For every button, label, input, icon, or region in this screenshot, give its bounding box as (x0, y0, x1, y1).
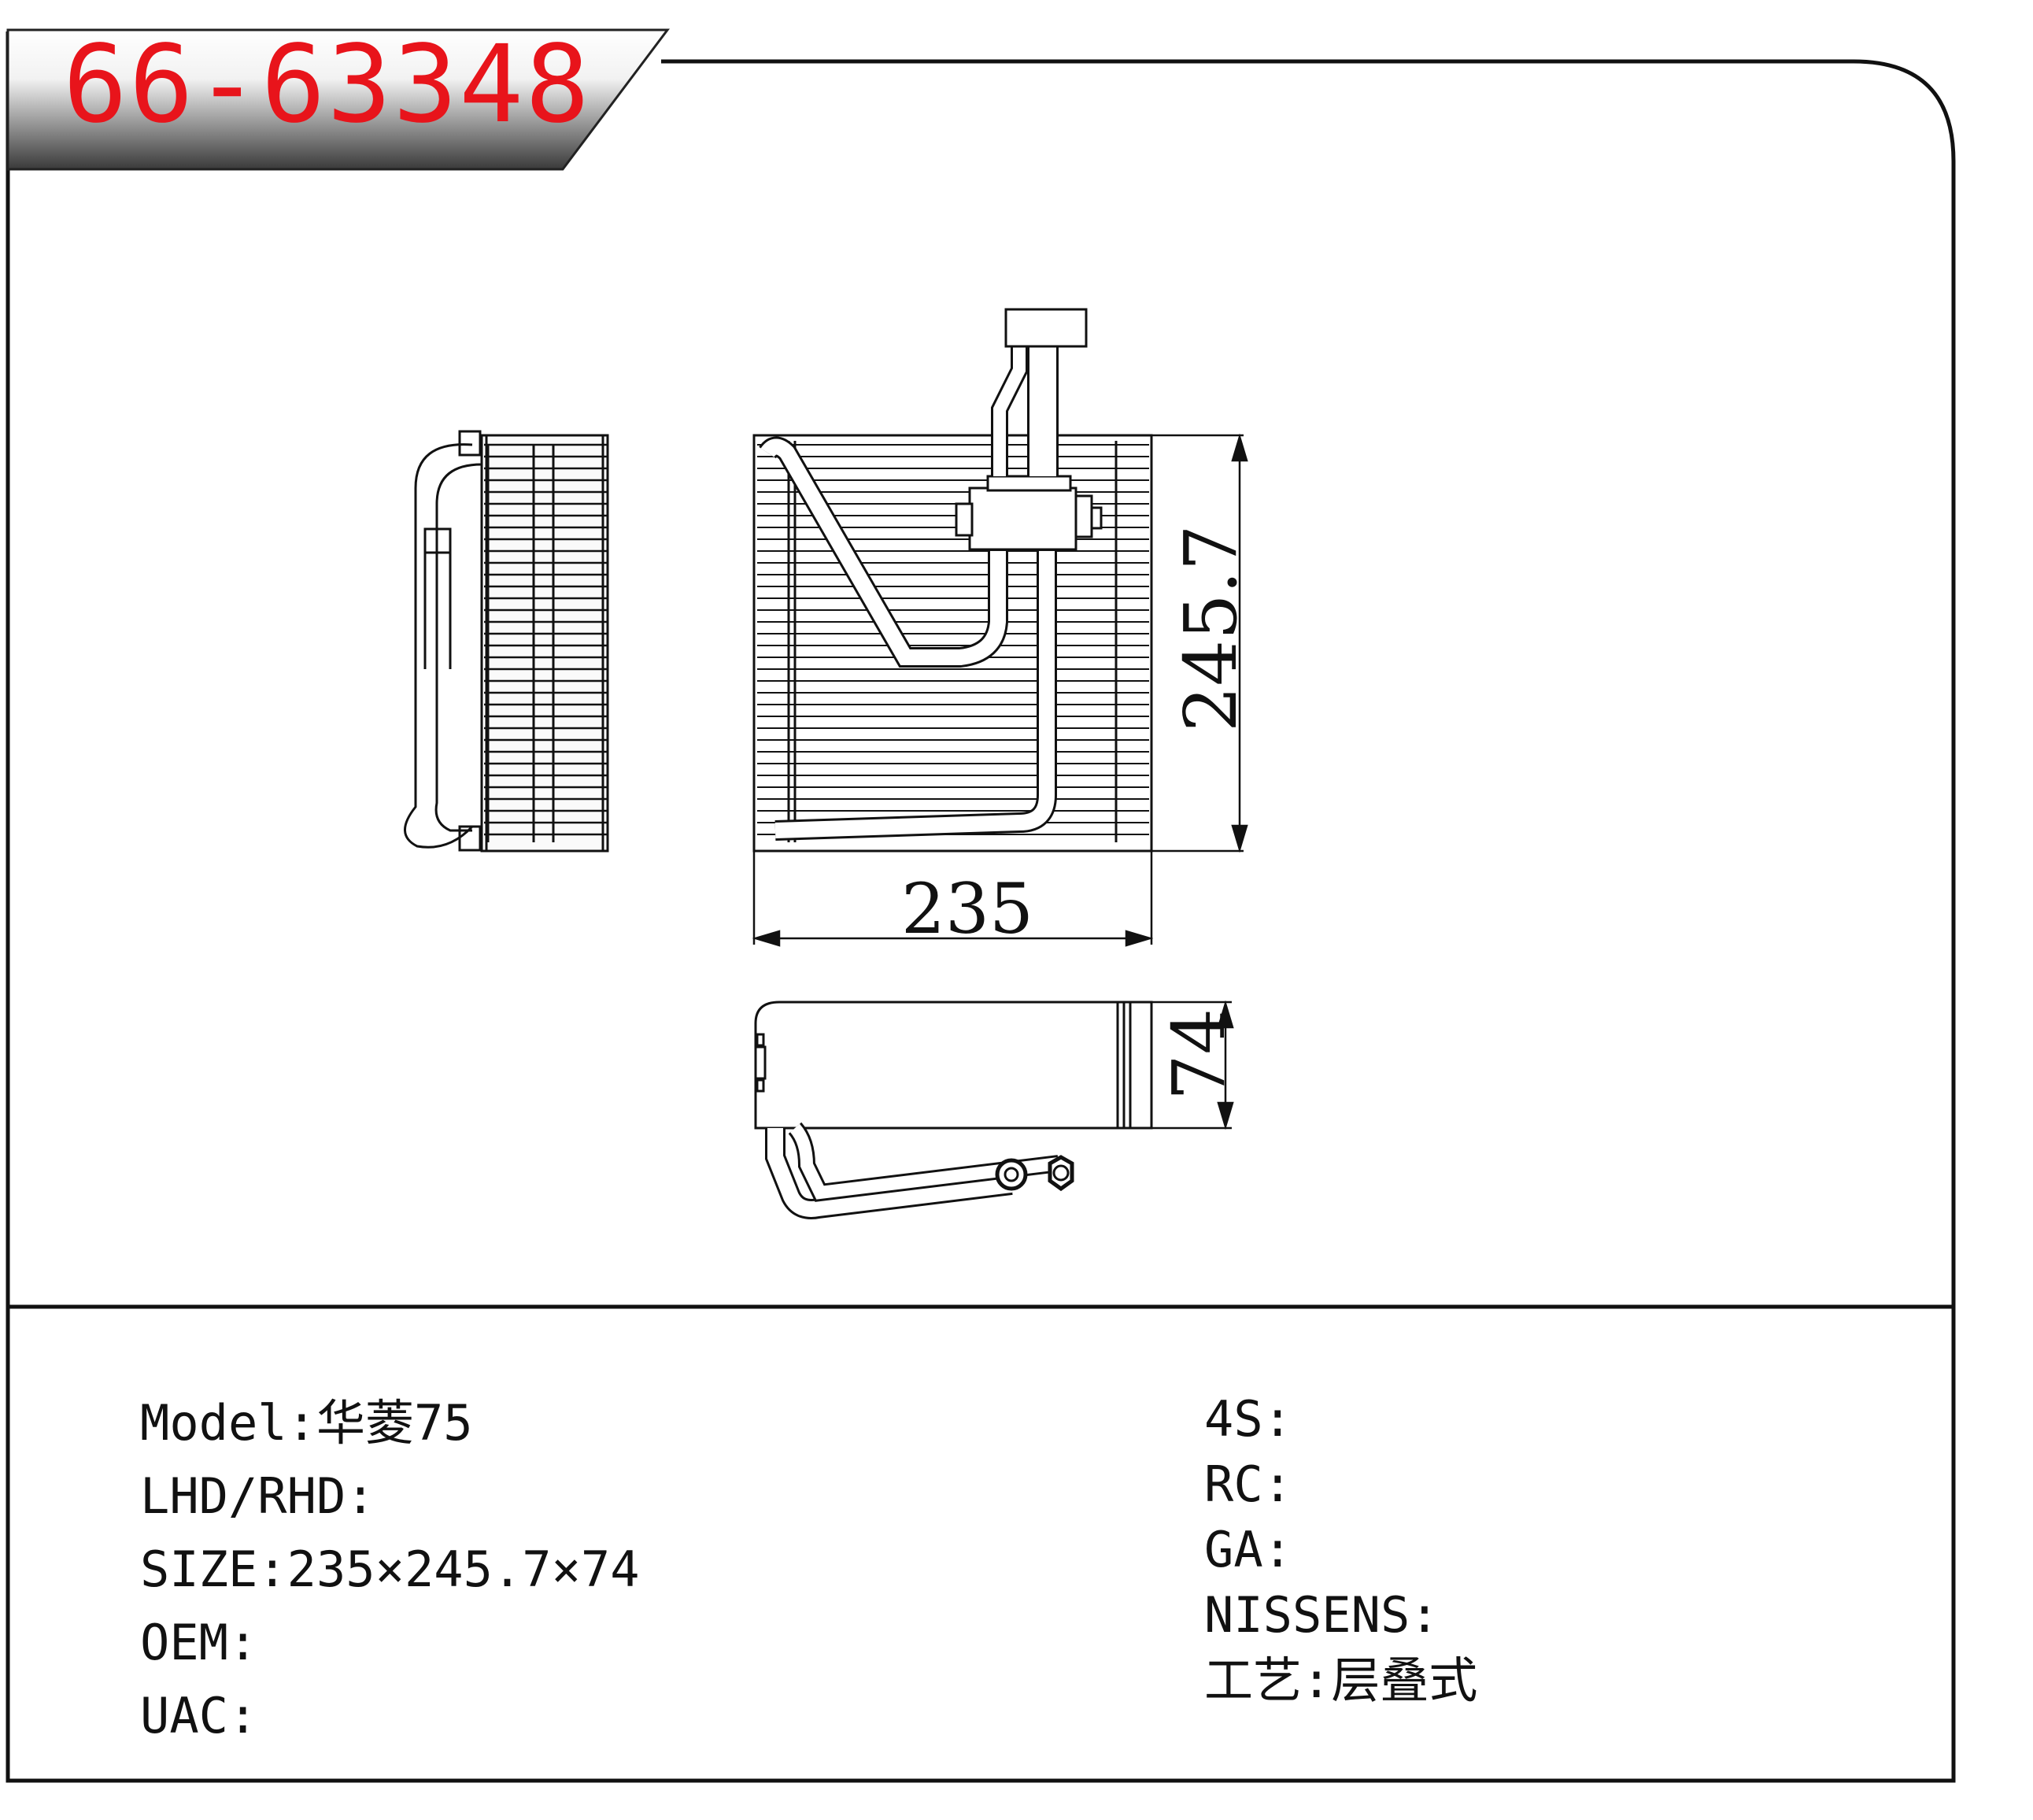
front-view (752, 308, 1153, 853)
top-view (754, 1001, 1153, 1219)
spec-lhd-rhd-label: LHD/RHD: (140, 1467, 375, 1525)
spec-size: SIZE:235×245.7×74 (140, 1545, 640, 1594)
outer-frame (6, 31, 1956, 1783)
spec-model-label: Model: (140, 1394, 316, 1452)
side-view (404, 430, 609, 853)
spec-model-value: 华菱75 (316, 1394, 473, 1452)
spec-process: 工艺:层叠式 (1204, 1656, 1477, 1705)
spec-process-value: 层叠式 (1331, 1652, 1478, 1709)
spec-oem: OEM: (140, 1618, 257, 1667)
spec-lhd-rhd: LHD/RHD: (140, 1472, 375, 1521)
spec-nissens-label: NISSENS: (1204, 1586, 1440, 1644)
spec-oem-label: OEM: (140, 1614, 258, 1671)
spec-rc: RC: (1204, 1460, 1292, 1509)
part-number-badge (6, 28, 671, 171)
depth-dimension (1151, 1000, 1234, 1130)
spec-uac: UAC: (140, 1692, 257, 1740)
spec-model: Model:华菱75 (140, 1399, 473, 1448)
width-dimension (752, 851, 1154, 947)
height-dimension (1151, 433, 1248, 853)
spec-nissens: NISSENS: (1204, 1591, 1440, 1640)
spec-uac-label: UAC: (140, 1687, 258, 1744)
spec-size-label: SIZE: (140, 1541, 287, 1598)
spec-size-value: 235×245.7×74 (286, 1541, 640, 1598)
spec-4s: 4S: (1204, 1395, 1292, 1444)
spec-rc-label: RC: (1204, 1456, 1292, 1513)
depth-dimension-label: 74 (1157, 1008, 1241, 1101)
spec-process-label: 工艺: (1204, 1652, 1332, 1709)
width-dimension-label: 235 (901, 868, 1033, 949)
part-number: 66-63348 (63, 23, 592, 147)
height-dimension-label: 245.7 (1169, 525, 1253, 732)
spec-ga-label: GA: (1204, 1521, 1292, 1578)
spec-ga: GA: (1204, 1526, 1292, 1574)
spec-4s-label: 4S: (1204, 1390, 1292, 1448)
